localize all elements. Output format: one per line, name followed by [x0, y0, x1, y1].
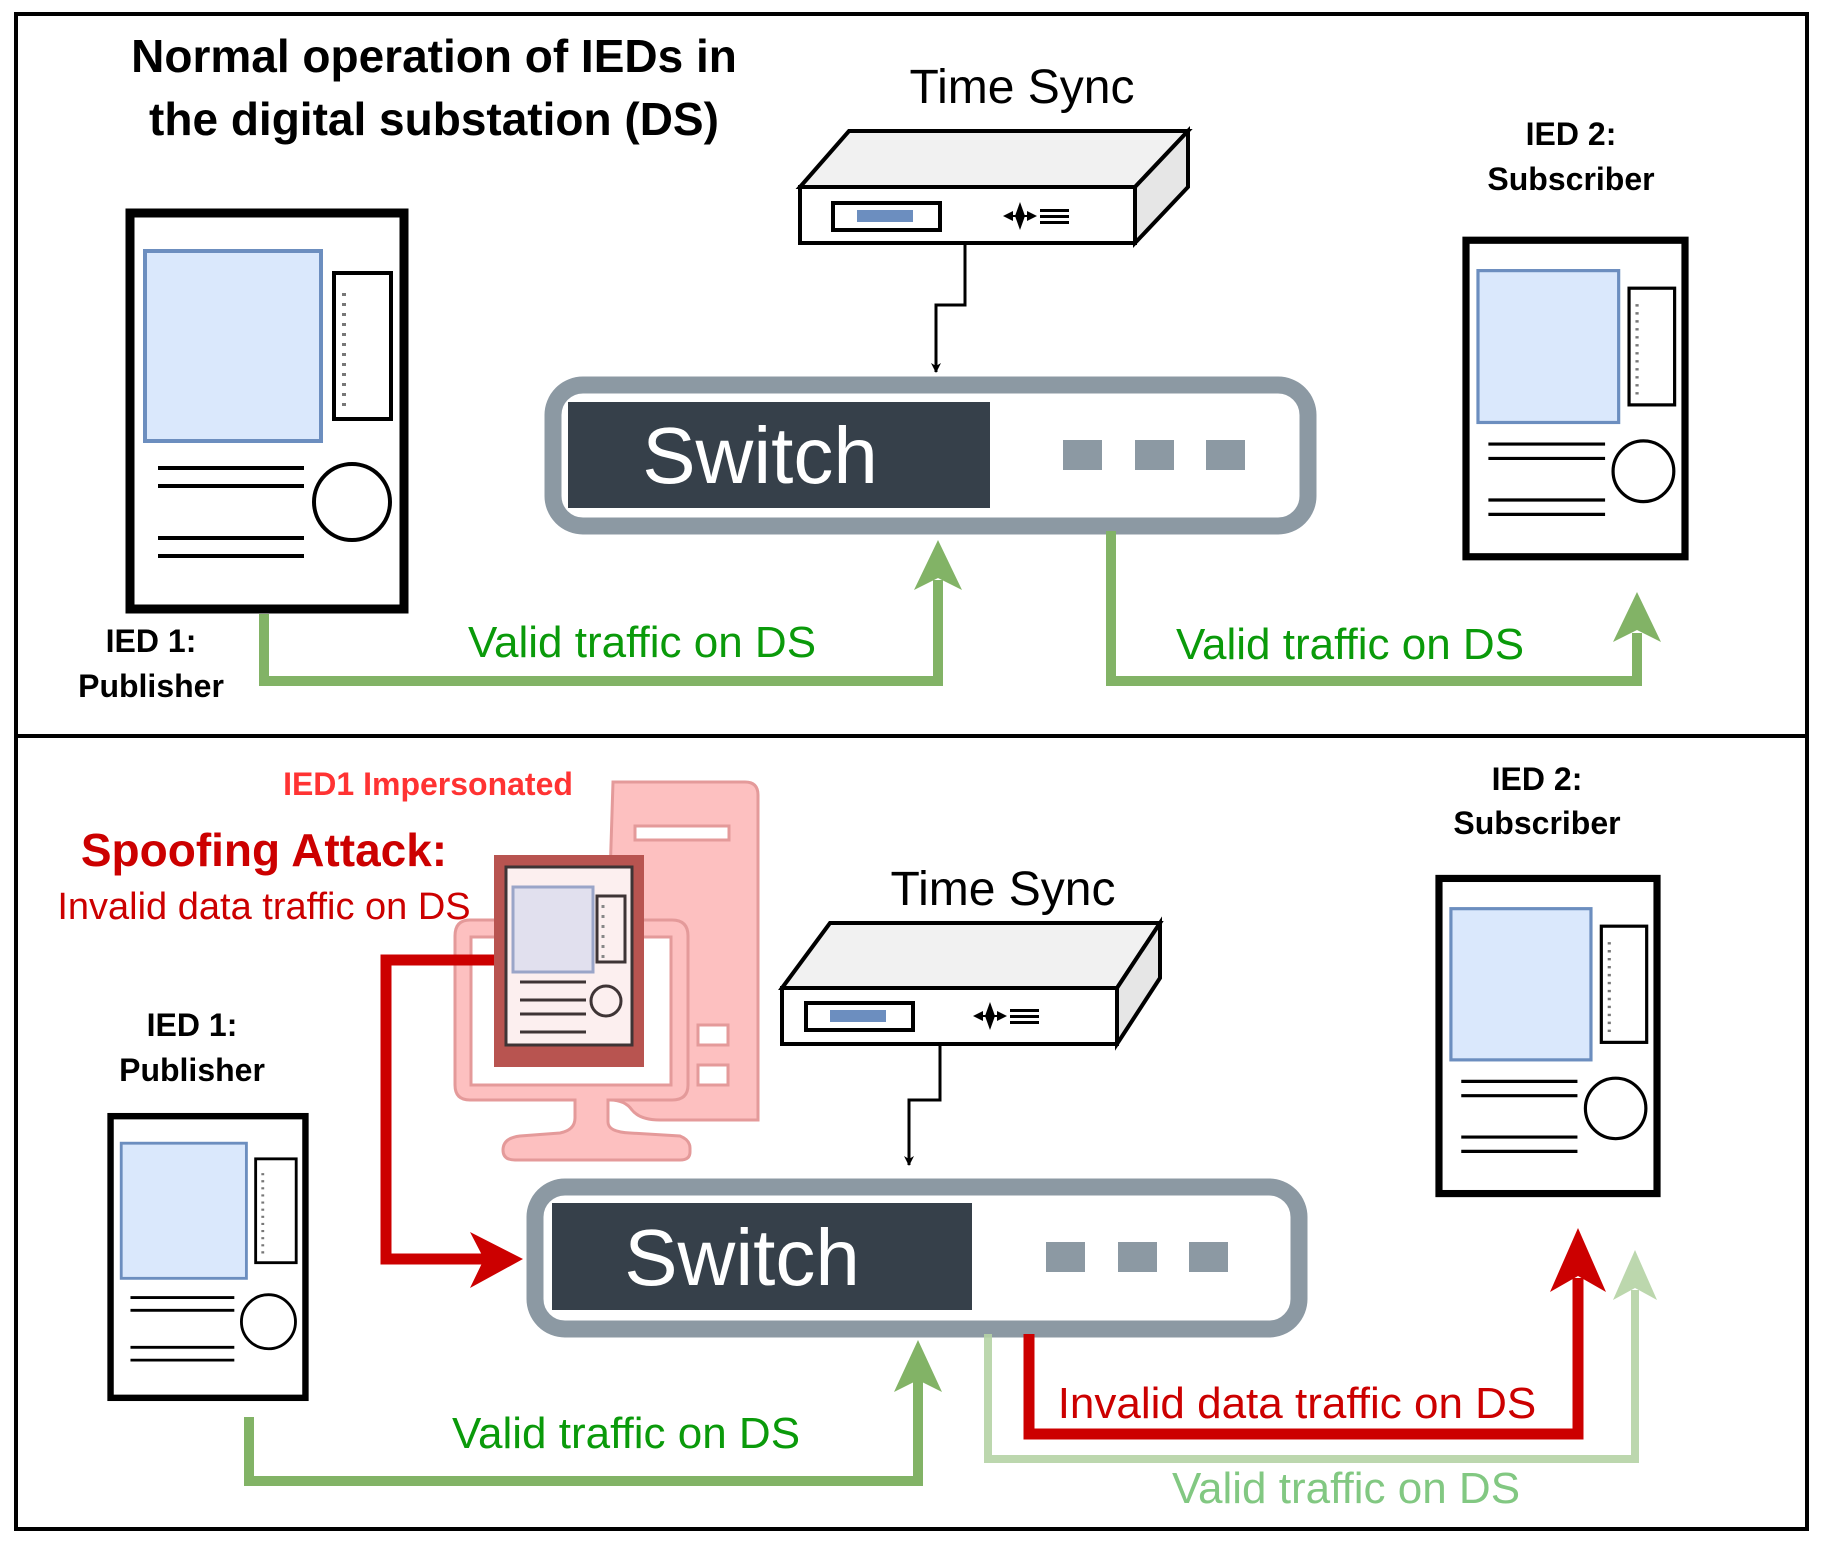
bottom-valid-link-left-label: Valid traffic on DS: [452, 1409, 800, 1458]
top-valid-link-right-label: Valid traffic on DS: [1176, 620, 1524, 669]
attack-link-to-switch: [380, 954, 523, 1288]
top-valid-link-left-label: Valid traffic on DS: [468, 618, 816, 667]
top-title-line2: the digital substation (DS): [149, 93, 719, 145]
bottom-ied2-device-icon: [1439, 878, 1657, 1193]
spoofing-attack-title: Spoofing Attack:: [81, 824, 447, 876]
top-ied2-label-line2: Subscriber: [1487, 161, 1654, 197]
bottom-time-sync-device-icon: [778, 916, 1164, 1051]
bottom-time-sync-label: Time Sync: [891, 863, 1116, 916]
bottom-ied2-label-line1: IED 2:: [1492, 761, 1583, 797]
top-valid-link-left: [259, 540, 962, 686]
bottom-switch-label: Switch: [624, 1213, 860, 1302]
bottom-ied1-device-icon: [111, 1116, 306, 1398]
top-switch-label: Switch: [642, 411, 878, 500]
outer-frame: [14, 12, 1809, 1531]
bottom-valid-link-faded-label: Valid traffic on DS: [1172, 1464, 1520, 1513]
top-network-switch-icon: [544, 376, 1317, 535]
top-panel: Normal operation of IEDs in the digital …: [78, 30, 1685, 704]
top-ied2-device-icon: [1466, 240, 1685, 557]
bottom-network-switch-icon: [526, 1178, 1308, 1338]
top-time-sync-label: Time Sync: [910, 61, 1135, 114]
impersonated-label: IED1 Impersonated: [283, 766, 573, 802]
bottom-sync-link: [904, 1044, 942, 1166]
top-ied1-label-line2: Publisher: [78, 668, 224, 704]
bottom-ied1-label-line1: IED 1:: [147, 1007, 238, 1043]
spoofing-attack-subtitle: Invalid data traffic on DS: [57, 886, 470, 928]
top-title-line1: Normal operation of IEDs in: [131, 30, 737, 82]
impersonated-ied-device-icon: [494, 855, 644, 1067]
bottom-ied1-label-line2: Publisher: [119, 1052, 265, 1088]
bottom-valid-link-left: [244, 1340, 942, 1486]
top-valid-link-right: [1106, 531, 1661, 686]
top-ied1-label-line1: IED 1:: [106, 623, 197, 659]
bottom-panel: IED1 Impersonated Spoofing Attack: Inval…: [57, 761, 1657, 1513]
bottom-invalid-link: [1023, 1228, 1606, 1440]
sync-glyph-icon: [1003, 202, 1069, 230]
bottom-valid-link-faded: [984, 1250, 1657, 1463]
top-sync-link: [931, 243, 967, 373]
bottom-invalid-link-label: Invalid data traffic on DS: [1058, 1379, 1537, 1428]
top-ied1-device-icon: [130, 213, 404, 609]
bottom-ied2-label-line2: Subscriber: [1453, 805, 1620, 841]
top-ied2-label-line1: IED 2:: [1526, 116, 1617, 152]
bottom-sync-glyph-icon: [973, 1002, 1039, 1030]
top-time-sync-device-icon: [795, 125, 1193, 249]
